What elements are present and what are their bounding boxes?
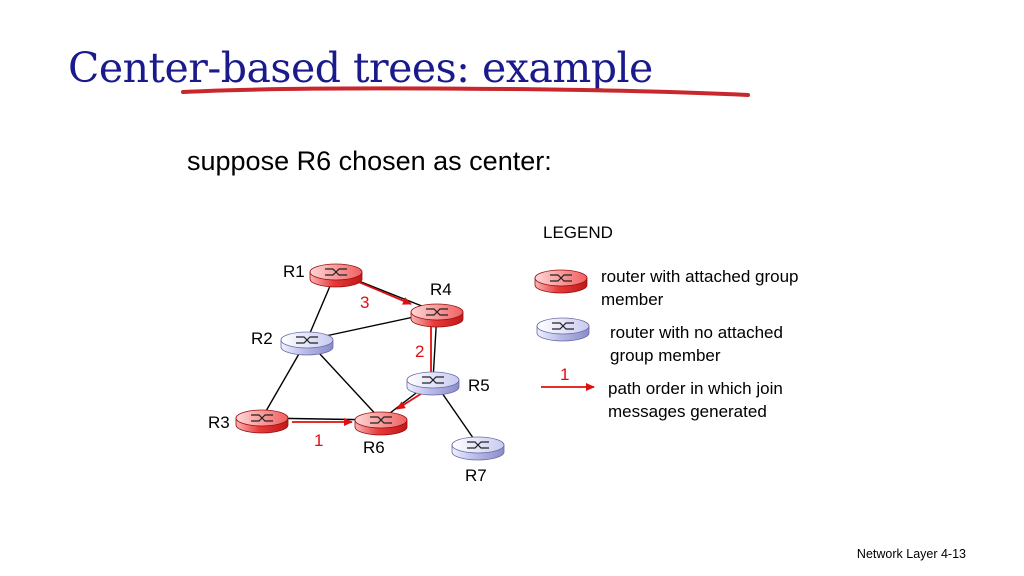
legend-nonmember-text: router with no attached group member [610,323,783,365]
router-label-r3: R3 [208,413,230,432]
routers [235,263,505,461]
router-label-r2: R2 [251,329,273,348]
router-label-r1: R1 [283,262,305,281]
legend-member-router-icon [534,269,588,294]
router-icon-r6 [354,411,408,436]
legend-title: LEGEND [543,223,613,242]
path-order-3: 3 [360,293,369,312]
router-icon-r1 [309,263,363,288]
router-icon-r5 [406,371,460,396]
router-label-r7: R7 [465,466,487,485]
router-icon-r3 [235,409,289,434]
legend-path-text: path order in which join messages genera… [608,379,783,421]
router-icon-r7 [451,436,505,461]
router-icon-r4 [410,303,464,328]
router-label-r6: R6 [363,438,385,457]
path-order-2: 2 [415,342,424,361]
router-label-r5: R5 [468,376,490,395]
path-order-1: 1 [314,431,323,450]
legend-nonmember-router-icon [536,317,590,342]
router-icon-r2 [280,331,334,356]
slide-footer: Network Layer 4-13 [856,547,966,561]
subtitle: suppose R6 chosen as center: [187,146,552,176]
router-label-r4: R4 [430,280,452,299]
legend-member-text: router with attached group member [601,267,799,309]
legend-icons [534,269,590,342]
slide-title: Center-based trees: example [68,44,653,92]
legend-path-number: 1 [560,365,569,384]
